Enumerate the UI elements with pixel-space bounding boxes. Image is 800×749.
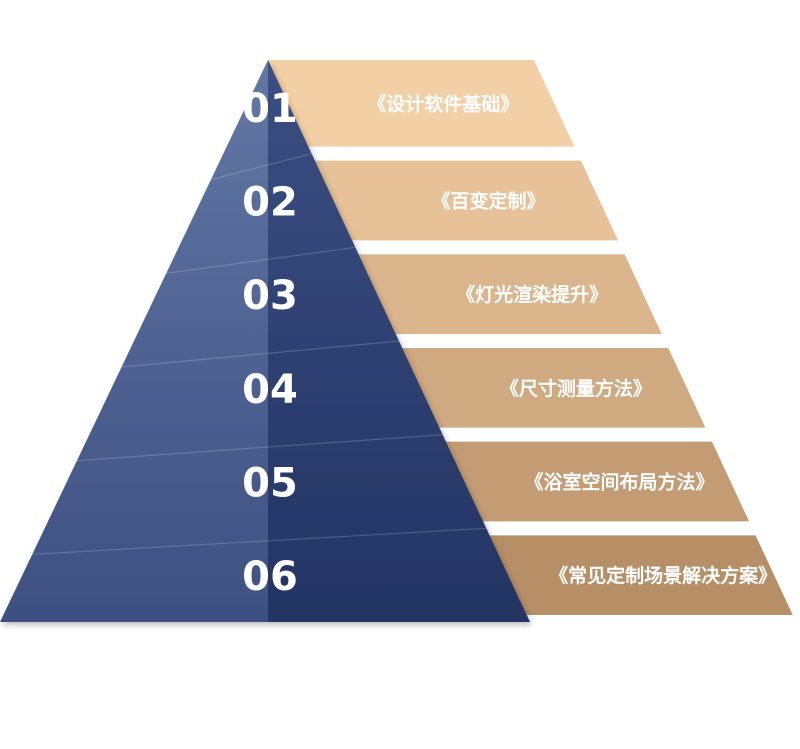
level-number-1: 01 bbox=[242, 86, 298, 132]
level-label-5: 《浴室空间布局方法》 bbox=[524, 471, 714, 494]
level-band-4 bbox=[402, 348, 706, 428]
level-label-6: 《常见定制场景解决方案》 bbox=[549, 564, 777, 587]
level-divider-2 bbox=[166, 246, 356, 274]
level-label-3: 《灯光渲染提升》 bbox=[456, 283, 608, 306]
level-label-4: 《尺寸测量方法》 bbox=[500, 377, 652, 400]
level-number-2: 02 bbox=[242, 180, 298, 226]
pyramid-right-face bbox=[268, 60, 530, 622]
level-number-5: 05 bbox=[242, 461, 298, 507]
level-divider-4 bbox=[76, 434, 443, 462]
level-divider-3 bbox=[121, 340, 400, 368]
pyramid-left-face bbox=[0, 60, 268, 622]
level-band-3 bbox=[358, 254, 662, 334]
level-band-2 bbox=[314, 160, 619, 241]
level-band-1 bbox=[268, 60, 575, 147]
level-label-2: 《百变定制》 bbox=[431, 190, 545, 213]
level-number-6: 06 bbox=[242, 554, 298, 600]
level-label-1: 《设计软件基础》 bbox=[367, 92, 519, 115]
level-band-5 bbox=[445, 441, 750, 522]
level-number-4: 04 bbox=[242, 367, 298, 413]
level-band-6 bbox=[489, 535, 793, 615]
level-number-3: 03 bbox=[242, 273, 298, 319]
level-divider-5 bbox=[32, 527, 487, 555]
level-divider-1 bbox=[210, 153, 312, 181]
